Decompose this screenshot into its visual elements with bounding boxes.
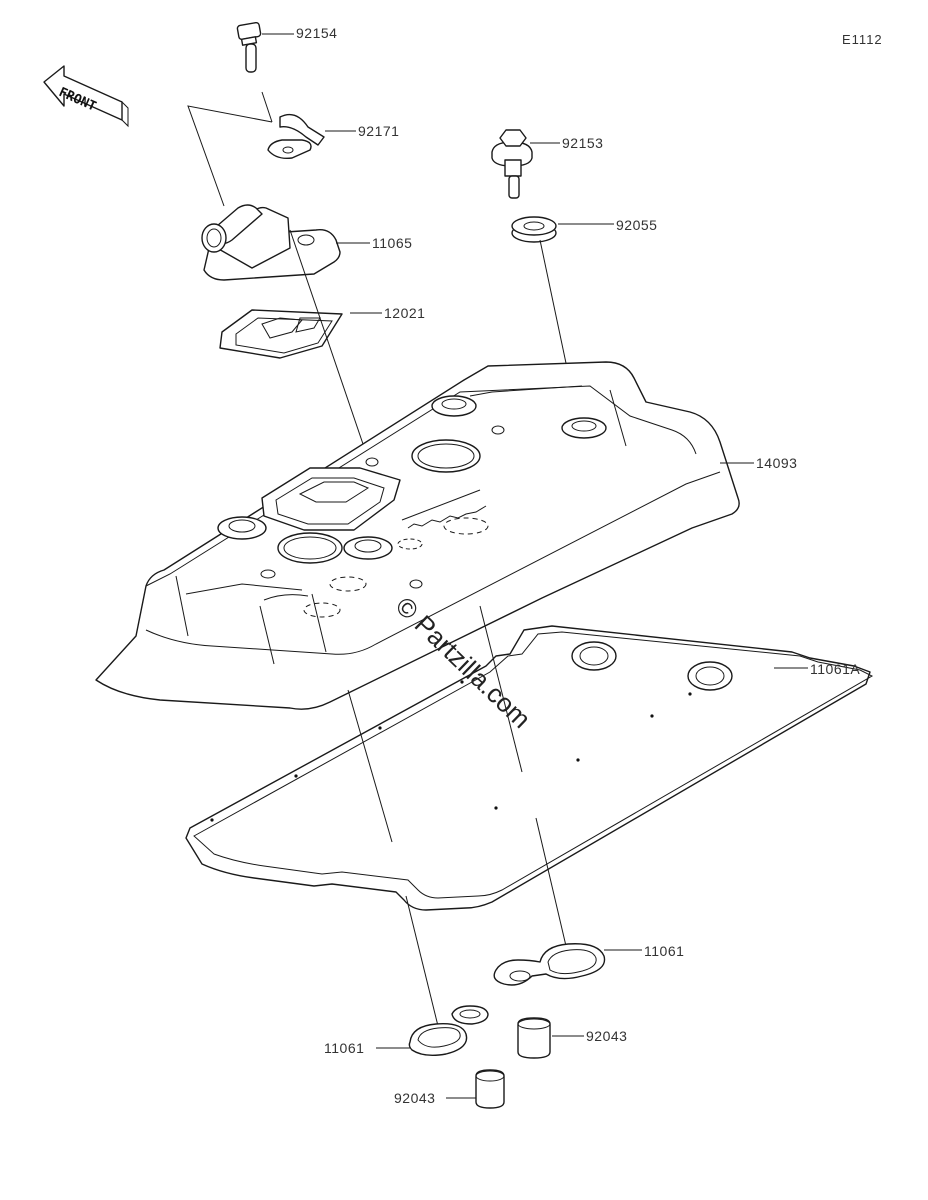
callout-92153: 92153 xyxy=(562,135,603,151)
callout-11065: 11065 xyxy=(372,235,412,251)
callout-92043-right: 92043 xyxy=(586,1028,627,1044)
grommet-92055-icon xyxy=(511,216,557,243)
dowel-92043-left-icon xyxy=(475,1069,505,1109)
diagram-code: E1112 xyxy=(842,32,883,47)
plate-12021-icon xyxy=(219,309,343,359)
o-ring-11061-right-icon xyxy=(493,943,606,986)
callout-92055: 92055 xyxy=(616,217,657,233)
callout-92171: 92171 xyxy=(358,123,399,139)
callout-11061-left: 11061 xyxy=(324,1040,364,1056)
bolt-92153-icon xyxy=(491,129,533,199)
callout-92043-left: 92043 xyxy=(394,1090,435,1106)
callout-14093: 14093 xyxy=(756,455,797,471)
callout-92154: 92154 xyxy=(296,25,337,41)
bolt-92154-icon xyxy=(236,21,262,73)
breather-cover-11065-icon xyxy=(201,204,341,281)
cylinder-head-cover-14093-icon xyxy=(95,361,740,710)
dowel-92043-right-icon xyxy=(517,1017,551,1059)
clamp-92171-icon xyxy=(267,113,325,160)
front-arrow-icon: FRONT xyxy=(43,65,129,128)
gasket-11061A-icon xyxy=(185,625,874,911)
callout-11061-right: 11061 xyxy=(644,943,684,959)
callout-11061A: 11061A xyxy=(810,661,860,677)
o-ring-11061-left-icon xyxy=(408,1005,489,1057)
callout-12021: 12021 xyxy=(384,305,425,321)
